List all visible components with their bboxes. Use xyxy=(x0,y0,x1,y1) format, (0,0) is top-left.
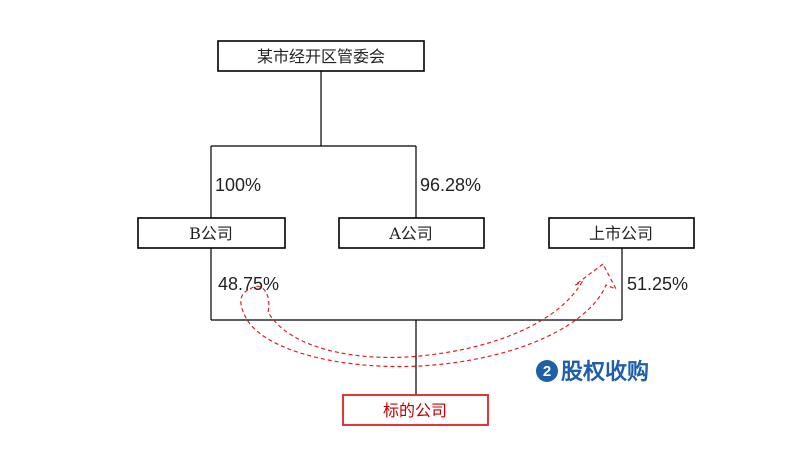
node-b-company-label: B公司 xyxy=(189,224,233,243)
node-target-company-label: 标的公司 xyxy=(383,401,447,420)
node-top-label: 某市经开区管委会 xyxy=(257,47,385,66)
annotation-text: 股权收购 xyxy=(561,359,649,385)
share-listed-to-target: 51.25% xyxy=(627,274,688,294)
node-target-company: 标的公司 xyxy=(342,394,489,426)
node-top-box xyxy=(217,40,425,72)
annotation-number: 2 xyxy=(543,363,551,380)
node-target-company-box xyxy=(342,394,489,426)
node-b-company: B公司 xyxy=(137,217,286,249)
node-listed-company-label: 上市公司 xyxy=(589,224,653,243)
acquisition-arrow xyxy=(240,263,618,368)
node-listed-company: 上市公司 xyxy=(548,217,695,249)
node-b-company-box xyxy=(137,217,286,249)
node-a-company-label: A公司 xyxy=(388,224,433,243)
share-top-to-b: 100% xyxy=(215,175,261,195)
node-top: 某市经开区管委会 xyxy=(217,40,425,72)
node-a-company-box xyxy=(338,217,485,249)
acquisition-annotation: 2 股权收购 xyxy=(536,359,649,385)
annotation-number-badge xyxy=(536,360,558,382)
share-b-to-target: 48.75% xyxy=(218,274,279,294)
share-top-to-a: 96.28% xyxy=(420,175,481,195)
node-listed-company-box xyxy=(548,217,695,249)
node-a-company: A公司 xyxy=(338,217,485,249)
connector-lines xyxy=(210,71,623,395)
